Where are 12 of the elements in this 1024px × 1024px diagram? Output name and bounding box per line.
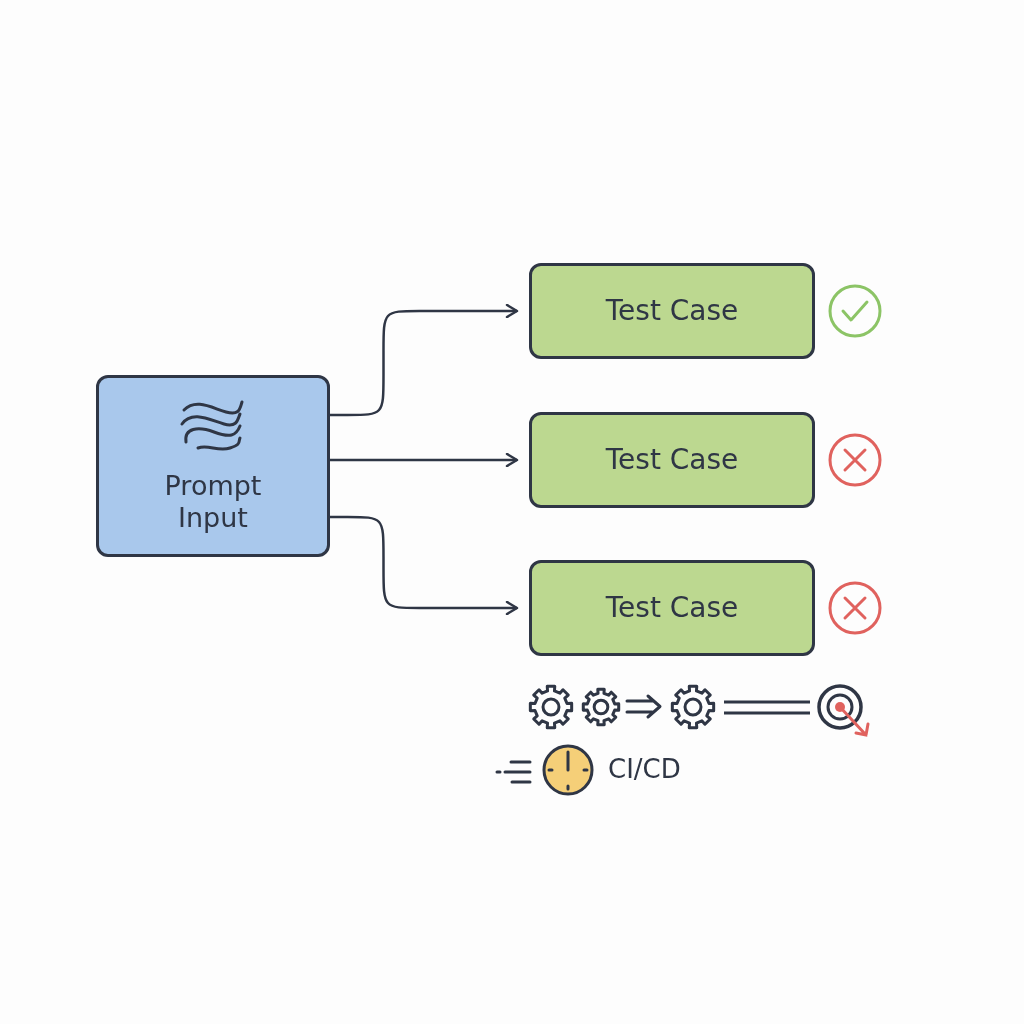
pipeline-label: CI/CD [608, 754, 681, 784]
test-case-box [529, 412, 815, 508]
arrow [330, 303, 519, 417]
test-case-label: Test Case [605, 294, 739, 328]
test-case-box [529, 560, 815, 656]
test-case-label: Test Case [605, 591, 739, 625]
test-case-box [529, 263, 815, 359]
test-case-label: Test Case [605, 443, 739, 477]
node-label: Prompt Input [163, 469, 263, 535]
input-box [96, 375, 330, 557]
arrow [330, 515, 519, 616]
arrow [330, 452, 519, 468]
